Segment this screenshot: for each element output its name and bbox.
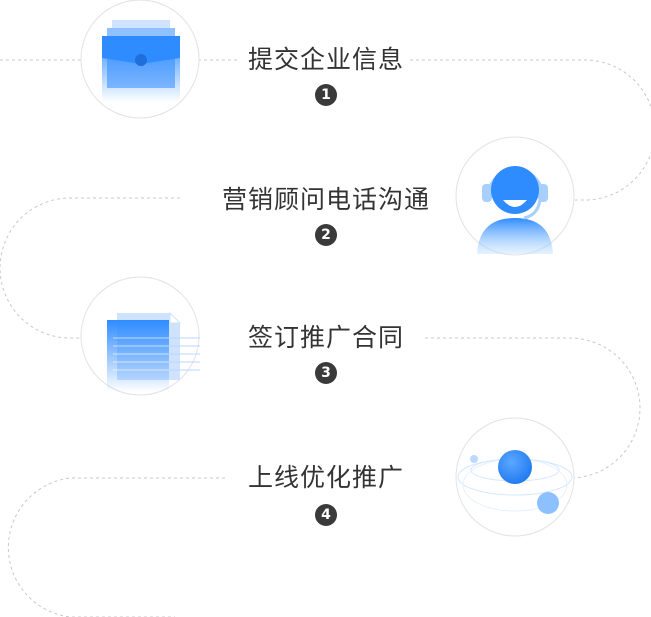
- step-2-number-badge: 2: [315, 224, 337, 246]
- step-1-title: 提交企业信息: [241, 45, 411, 75]
- customer-service-headset-icon: [455, 136, 575, 256]
- step-3-number-badge: 3: [315, 362, 337, 384]
- document-envelope-icon: [80, 0, 200, 119]
- orbit-planet-icon: [455, 417, 575, 537]
- step-3-title: 签订推广合同: [241, 323, 411, 353]
- step-4-number-badge: 4: [315, 504, 337, 526]
- step-4-title: 上线优化推广: [241, 463, 411, 493]
- step-1-number-badge: 1: [315, 84, 337, 106]
- contract-pages-icon: [80, 276, 200, 396]
- step-2-title: 营销顾问电话沟通: [215, 185, 437, 215]
